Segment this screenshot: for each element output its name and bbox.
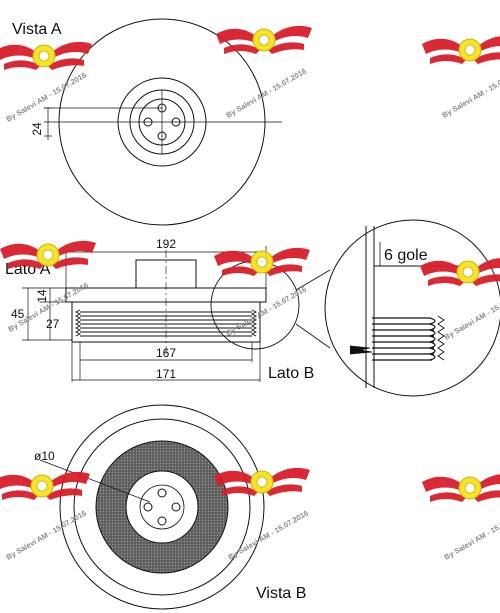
detail-groove-ribs (349, 315, 445, 361)
view-b-bolt-hole-top (157, 488, 167, 498)
groove-detail (324, 219, 500, 397)
view-a-label: Vista A (12, 21, 62, 38)
view-a (44, 18, 282, 226)
groove-width-dimension: 167 (156, 346, 176, 360)
watermark-logo-1 (0, 41, 93, 71)
view-b-label: Vista B (256, 585, 306, 602)
total-height-dimension: 45 (11, 307, 25, 321)
watermark-text: By Salevi AM - 15.07.2016 (443, 288, 500, 341)
pulley-width-dimension: 171 (156, 367, 176, 381)
watermark-logo-9 (421, 473, 500, 503)
watermark-logo-8 (213, 467, 311, 497)
view-b-bolt-hole-right (171, 502, 181, 512)
upper-height-dimension: 14 (35, 289, 49, 303)
view-b-hub-inner (139, 484, 185, 530)
view-b (39, 404, 265, 610)
watermark-text: By Salevi AM - 15.07.2016 (5, 70, 88, 123)
watermark-text: By Salevi AM - 15.07.2016 (443, 508, 500, 561)
hub-offset-dimension: 24 (30, 122, 44, 136)
watermark-text: By Salevi AM - 15.07.2016 (225, 66, 308, 119)
watermark-logo-6 (419, 257, 500, 287)
watermark-logo-4 (0, 240, 97, 270)
lower-height-dimension: 27 (46, 317, 60, 331)
watermark-logo-5 (213, 247, 311, 277)
view-b-bolt-hole-left (143, 502, 153, 512)
hole-leader-line (39, 459, 151, 503)
view-b-bolt-hole-bottom (157, 516, 167, 526)
watermark-text: By Salevi AM - 15.07.2016 (441, 66, 500, 119)
side-b-label: Lato B (268, 365, 314, 382)
grooves-label: 6 gole (384, 247, 428, 264)
hole-diameter-dimension: ø10 (34, 449, 55, 463)
detail-circle (324, 219, 500, 397)
watermark-logo-2 (215, 25, 313, 55)
watermark-logo-3 (421, 35, 500, 65)
overall-width-dimension: 192 (156, 237, 176, 251)
